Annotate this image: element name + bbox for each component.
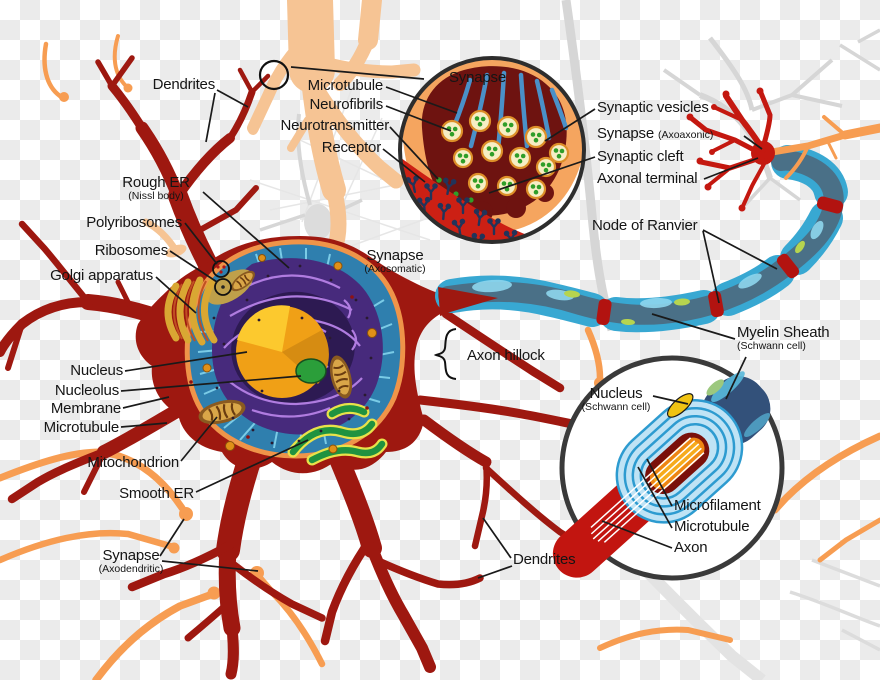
myelin-green-spots	[564, 240, 805, 326]
orange-dendrite	[768, 115, 880, 180]
synapse-inset-circle	[398, 56, 586, 244]
axoaxonic-synapse-area	[686, 87, 880, 212]
label-polyribosomes: Polyribosomes	[86, 214, 182, 231]
mitochondria	[198, 270, 353, 425]
label-microtubule-top: Microtubule	[307, 77, 384, 94]
label-axonal-terminal: Axonal terminal	[597, 170, 698, 187]
label-dendrites-top: Dendrites	[152, 76, 216, 93]
label-mitochondrion: Mitochondrion	[87, 454, 179, 471]
polyribosome-cluster	[216, 265, 226, 274]
dendrite-tip-callout-circle	[258, 59, 290, 91]
label-node-of-ranvier: Node of Ranvier	[592, 217, 698, 234]
label-synapse-axodendritic: Synapse(Axodendritic)	[98, 547, 164, 575]
nucleus-shape	[236, 305, 329, 398]
label-synapse-axoaxonic: Synapse (Axoaxonic)	[597, 125, 714, 142]
soma-interior	[164, 239, 406, 466]
axon-core	[438, 150, 844, 325]
nucleolus-shape	[295, 358, 327, 384]
label-ribosomes: Ribosomes	[94, 242, 168, 259]
label-neurofibrils: Neurofibrils	[309, 96, 384, 113]
label-synapse-axosomatic: Synapse(Axosomatic)	[364, 247, 426, 275]
lysosome-dots	[202, 254, 377, 454]
label-nucleolus: Nucleolus	[54, 382, 119, 399]
label-microfilament: Microfilament	[674, 497, 761, 514]
label-golgi-apparatus: Golgi apparatus	[50, 267, 153, 284]
label-axon-inset: Axon	[674, 539, 708, 556]
annotations	[212, 59, 457, 380]
ribosome-dots	[212, 264, 373, 445]
label-dendrites-bottom: Dendrites	[513, 551, 576, 568]
label-synaptic-vesicles: Synaptic vesicles	[597, 99, 709, 116]
axon-hillock-brace	[433, 328, 457, 380]
label-microtubule-inset: Microtubule	[674, 518, 750, 535]
axon	[435, 145, 848, 333]
label-axon-hillock: Axon hillock	[467, 347, 545, 364]
label-myelin-sheath: Myelin Sheath(Schwann cell)	[737, 324, 830, 352]
label-rough-er: Rough ER(Nissl body)	[122, 174, 190, 202]
schwann-inset-circle	[552, 355, 785, 581]
background-neurons	[249, 0, 880, 680]
label-nucleus-schwann: Nucleus(Schwann cell)	[581, 385, 651, 413]
label-nucleus: Nucleus	[70, 362, 123, 379]
leader-lines	[120, 66, 778, 579]
label-membrane: Membrane	[50, 400, 121, 417]
label-receptor: Receptor	[321, 139, 381, 156]
nodes-of-ranvier	[596, 196, 844, 326]
label-synaptic-cleft: Synaptic cleft	[597, 148, 684, 165]
smooth-er-shape	[287, 403, 388, 466]
label-synapse-inset: Synapse	[449, 69, 506, 86]
label-smooth-er: Smooth ER	[119, 485, 194, 502]
label-microtubule-soma: Microtubule	[43, 419, 120, 436]
label-neurotransmitter: Neurotransmitter	[280, 117, 389, 134]
